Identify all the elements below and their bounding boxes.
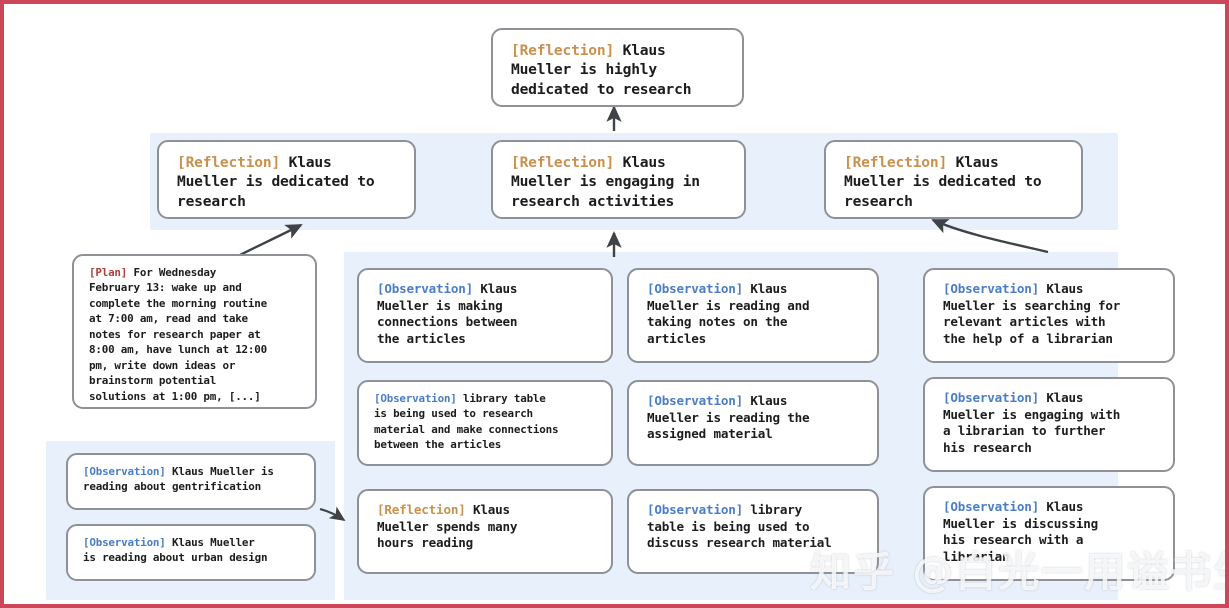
node-mid-reflection-center[interactable]: [Reflection] Klaus Mueller is engaging i… [491, 140, 746, 219]
node-text: Klaus Mueller is engaging with a librari… [943, 390, 1121, 456]
tag-observation: [Observation] [943, 281, 1039, 296]
node-text: Klaus Mueller is discussing his research… [943, 499, 1099, 565]
node-mid-reflection-right[interactable]: [Reflection] Klaus Mueller is dedicated … [824, 140, 1083, 219]
node-obs-col1-2[interactable]: [Observation] library table is being use… [357, 380, 613, 466]
tag-reflection: [Reflection] [511, 154, 615, 171]
node-text: Klaus Mueller is searching for relevant … [943, 281, 1121, 347]
tag-reflection: [Reflection] [177, 154, 281, 171]
node-obs-col3-3[interactable]: [Observation] Klaus Mueller is discussin… [923, 486, 1175, 581]
node-obs-bottomleft-2[interactable]: [Observation] Klaus Mueller is reading a… [66, 524, 316, 581]
node-plan[interactable]: [Plan] For Wednesday February 13: wake u… [72, 254, 317, 409]
node-text: Klaus Mueller is engaging in research ac… [511, 154, 700, 210]
tag-reflection: [Reflection] [511, 42, 615, 59]
node-text: Klaus Mueller is dedicated to research [844, 154, 1042, 210]
node-text: Klaus Mueller is reading the assigned ma… [647, 393, 810, 442]
node-text: Klaus Mueller is reading about urban des… [83, 536, 268, 565]
node-text: Klaus Mueller is dedicated to research [177, 154, 375, 210]
tag-observation: [Observation] [83, 465, 166, 478]
node-obs-col3-2[interactable]: [Observation] Klaus Mueller is engaging … [923, 377, 1175, 472]
tag-observation: [Observation] [647, 502, 743, 517]
node-text: For Wednesday February 13: wake up and c… [89, 266, 267, 403]
node-obs-bottomleft-1[interactable]: [Observation] Klaus Mueller is reading a… [66, 453, 316, 510]
tag-observation: [Observation] [377, 281, 473, 296]
tag-observation: [Observation] [647, 281, 743, 296]
tag-plan: [Plan] [89, 266, 128, 279]
node-obs-col2-3[interactable]: [Observation] library table is being use… [627, 489, 879, 574]
tag-observation: [Observation] [374, 392, 457, 405]
tag-reflection: [Reflection] [377, 502, 466, 517]
node-text: Klaus Mueller is reading about gentrific… [83, 465, 274, 494]
tag-observation: [Observation] [647, 393, 743, 408]
node-obs-col1-1[interactable]: [Observation] Klaus Mueller is making co… [357, 268, 613, 363]
node-reflection-col1-3[interactable]: [Reflection] Klaus Mueller spends many h… [357, 489, 613, 574]
node-obs-col3-1[interactable]: [Observation] Klaus Mueller is searching… [923, 268, 1175, 363]
node-text: Klaus Mueller spends many hours reading [377, 502, 518, 551]
tag-reflection: [Reflection] [844, 154, 948, 171]
node-mid-reflection-left[interactable]: [Reflection] Klaus Mueller is dedicated … [157, 140, 416, 219]
node-obs-col2-1[interactable]: [Observation] Klaus Mueller is reading a… [627, 268, 879, 363]
node-text: Klaus Mueller is making connections betw… [377, 281, 518, 347]
tag-observation: [Observation] [943, 499, 1039, 514]
node-text: Klaus Mueller is reading and taking note… [647, 281, 810, 347]
node-root-reflection[interactable]: [Reflection] Klaus Mueller is highly ded… [491, 28, 744, 107]
node-text: library table is being used to discuss r… [647, 502, 832, 551]
tag-observation: [Observation] [83, 536, 166, 549]
node-obs-col2-2[interactable]: [Observation] Klaus Mueller is reading t… [627, 380, 879, 466]
node-text: Klaus Mueller is highly dedicated to res… [511, 42, 692, 98]
node-text: library table is being used to research … [374, 392, 559, 452]
tag-observation: [Observation] [943, 390, 1039, 405]
